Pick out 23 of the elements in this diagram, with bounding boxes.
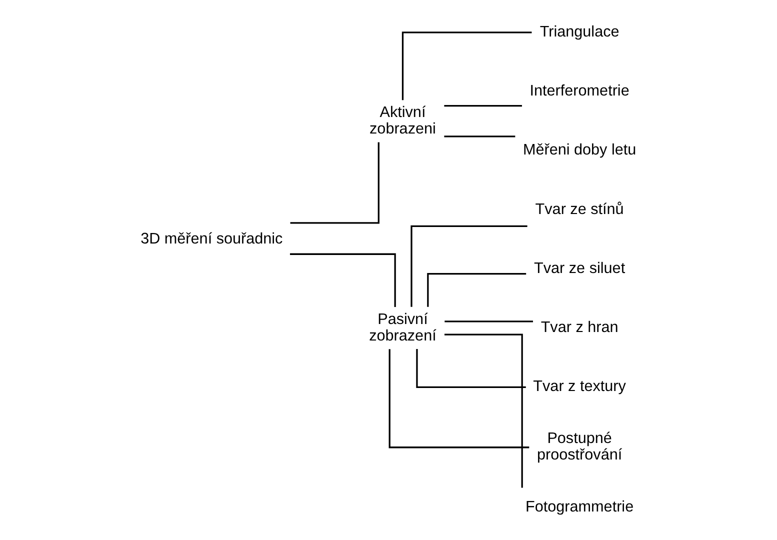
node-text: Aktivní zobrazeni [370, 104, 436, 138]
connector [402, 32, 532, 100]
connector [444, 320, 533, 322]
node-text: Fotogrammetrie [526, 498, 634, 516]
node-text: Pasivní zobrazení [369, 310, 436, 344]
connector [444, 104, 522, 107]
node-text: Měřeni doby letu [522, 142, 636, 159]
connector [388, 349, 530, 448]
node-text: Postupné proostřování [537, 430, 622, 464]
connector [290, 142, 380, 224]
node-text: Tvar z textury [533, 378, 626, 396]
connector [444, 334, 523, 488]
connector [416, 349, 526, 388]
connector [444, 136, 516, 138]
connector [427, 273, 526, 307]
node-text: Tvar z hran [540, 319, 618, 336]
node-text: Interferometrie [530, 82, 630, 100]
connector [410, 225, 528, 307]
node-text: Triangulace [540, 23, 620, 40]
node-text: 3D měření souřadnic [140, 230, 283, 248]
node-text: Tvar ze stínů [535, 200, 624, 218]
node-text: Tvar ze siluet [534, 260, 626, 277]
connector [290, 253, 396, 308]
